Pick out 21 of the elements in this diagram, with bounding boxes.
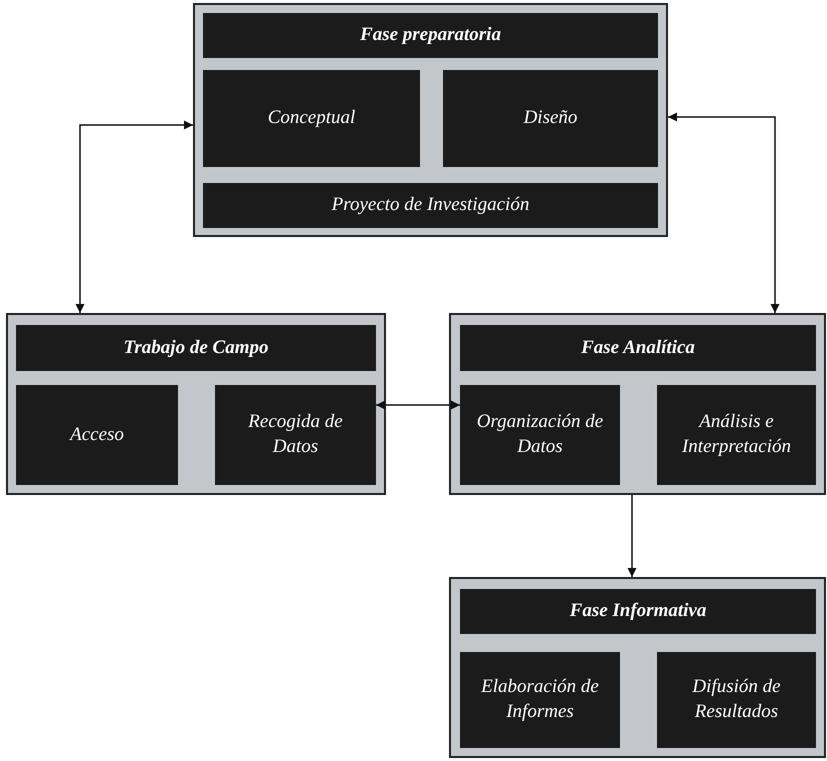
step-box: Acceso [16, 385, 178, 485]
step-box: Proyecto de Investigación [203, 183, 658, 228]
group-panel [6, 313, 386, 495]
phase-heading: Fase Informativa [460, 589, 816, 634]
group-panel [449, 577, 826, 758]
phase-heading: Fase Analítica [460, 325, 816, 371]
step-box: Elaboración de Informes [460, 652, 620, 748]
connector-arrow [668, 112, 780, 313]
phase-heading: Trabajo de Campo [16, 325, 376, 371]
step-box: Análisis e Interpretación [657, 385, 816, 485]
step-box: Organización de Datos [460, 385, 620, 485]
step-box: Difusión de Resultados [657, 652, 816, 748]
phase-heading: Fase preparatoria [203, 13, 658, 58]
step-box: Diseño [443, 70, 658, 167]
connector-arrow [628, 495, 636, 577]
connector-arrow [376, 400, 460, 410]
group-panel [449, 313, 826, 495]
step-box: Conceptual [203, 70, 420, 167]
group-panel [193, 3, 668, 237]
connector-arrow [76, 120, 193, 313]
step-box: Recogida de Datos [215, 385, 376, 485]
